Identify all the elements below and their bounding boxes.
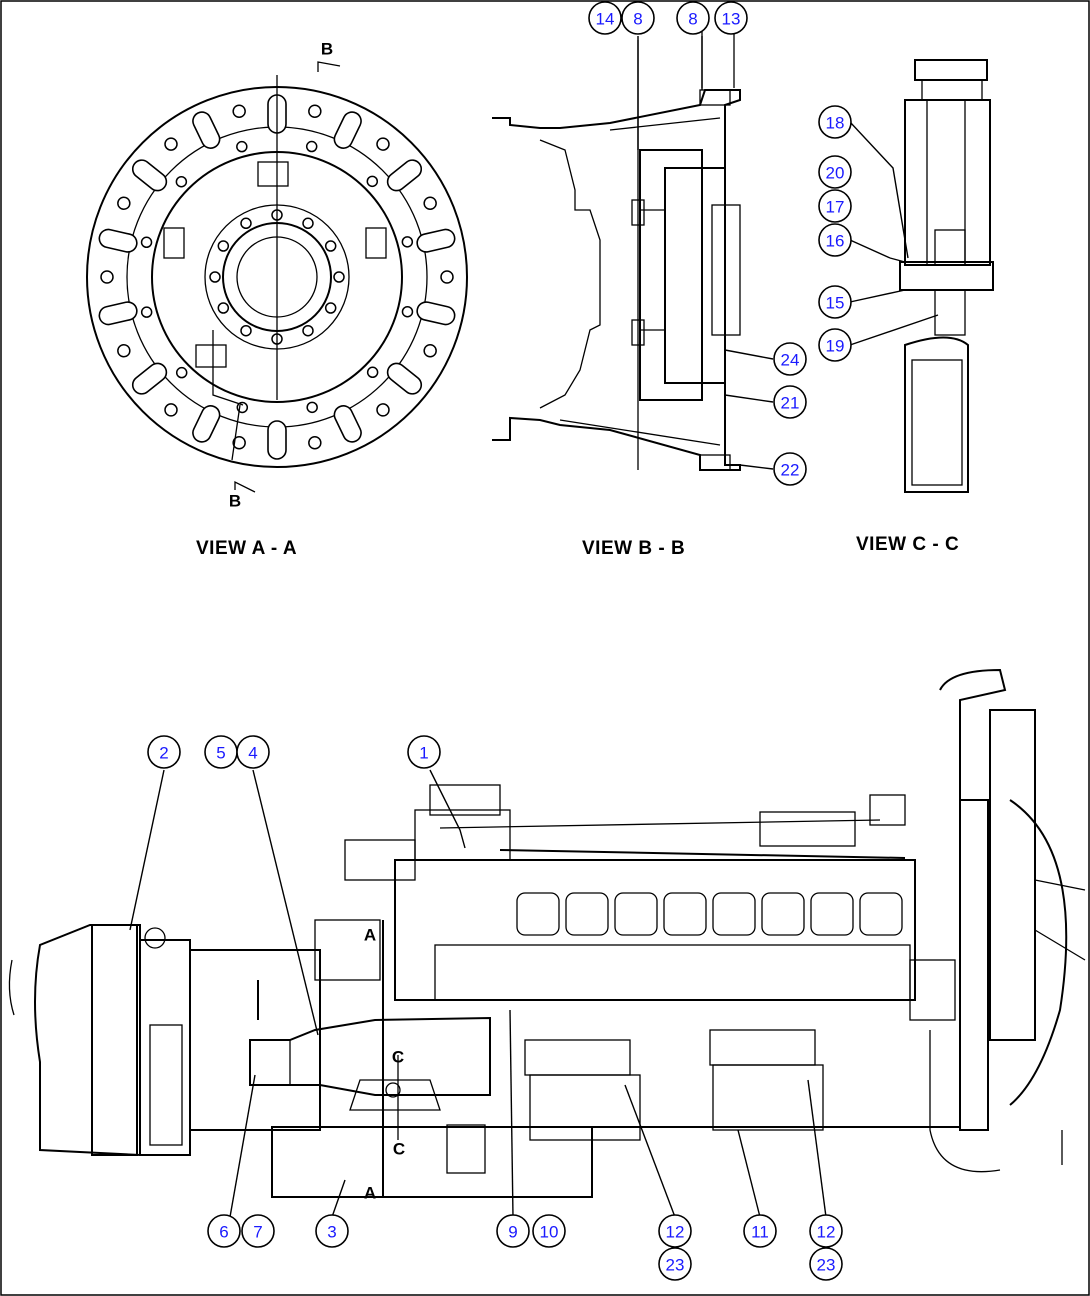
callout-14: 14 <box>588 1 622 35</box>
section-a-top-mark: A <box>364 926 376 945</box>
callout-label: 13 <box>722 10 741 29</box>
callout-label: 5 <box>216 744 225 763</box>
callout-22: 22 <box>773 452 807 486</box>
view-b-section <box>492 30 741 471</box>
callout-1: 1 <box>407 735 441 769</box>
callout-label: 23 <box>666 1256 685 1275</box>
view-b-title: VIEW B - B <box>582 538 686 559</box>
callout-18: 18 <box>818 105 852 139</box>
callout-label: 4 <box>248 744 257 763</box>
callout-label: 2 <box>159 744 168 763</box>
callout-23: 23 <box>809 1247 843 1281</box>
callout-label: 8 <box>633 10 642 29</box>
callout-label: 21 <box>781 394 800 413</box>
callout-label: 7 <box>253 1223 262 1242</box>
callout-15: 15 <box>818 285 852 319</box>
callout-23: 23 <box>658 1247 692 1281</box>
callout-24: 24 <box>773 342 807 376</box>
callout-label: 1 <box>419 744 428 763</box>
callout-label: 22 <box>781 461 800 480</box>
callout-label: 6 <box>219 1223 228 1242</box>
callout-label: 12 <box>817 1223 836 1242</box>
callout-label: 17 <box>826 198 845 217</box>
callout-label: 9 <box>508 1223 517 1242</box>
section-b-bottom-label: B <box>229 492 241 511</box>
callout-16: 16 <box>818 223 852 257</box>
callout-13: 13 <box>714 1 748 35</box>
callout-7: 7 <box>241 1214 275 1248</box>
section-c-bottom-mark: C <box>393 1140 405 1159</box>
callout-8: 8 <box>676 1 710 35</box>
callout-label: 19 <box>826 337 845 356</box>
callout-label: 14 <box>596 10 615 29</box>
callout-label: 3 <box>327 1223 336 1242</box>
callout-label: 24 <box>781 351 800 370</box>
callout-11: 11 <box>743 1214 777 1248</box>
callout-21: 21 <box>773 385 807 419</box>
view-c-title: VIEW C - C <box>856 534 960 555</box>
view-a-title: VIEW A - A <box>196 538 298 559</box>
callout-label: 15 <box>826 294 845 313</box>
callout-5: 5 <box>204 735 238 769</box>
callout-label: 20 <box>826 164 845 183</box>
callout-label: 16 <box>826 232 845 251</box>
callout-2: 2 <box>147 735 181 769</box>
view-a-flywheel: B B <box>86 40 468 511</box>
view-c-section <box>889 59 994 493</box>
callout-label: 23 <box>817 1256 836 1275</box>
callout-12: 12 <box>658 1214 692 1248</box>
callout-8: 8 <box>621 1 655 35</box>
callout-6: 6 <box>207 1214 241 1248</box>
callout-3: 3 <box>315 1214 349 1248</box>
callout-label: 10 <box>540 1223 559 1242</box>
callout-19: 19 <box>818 328 852 362</box>
section-b-top-label: B <box>321 40 333 59</box>
callout-12: 12 <box>809 1214 843 1248</box>
section-a-bottom-mark: A <box>364 1184 376 1203</box>
callout-label: 18 <box>826 114 845 133</box>
callout-10: 10 <box>532 1214 566 1248</box>
callout-4: 4 <box>236 735 270 769</box>
callout-20: 20 <box>818 155 852 189</box>
callout-label: 12 <box>666 1223 685 1242</box>
callout-9: 9 <box>496 1214 530 1248</box>
leader-lines <box>129 36 939 1218</box>
callout-17: 17 <box>818 189 852 223</box>
section-c-top-mark: C <box>392 1048 404 1067</box>
callout-label: 8 <box>688 10 697 29</box>
callout-label: 11 <box>751 1223 769 1242</box>
engine-side-view: A A C C <box>8 668 1086 1203</box>
